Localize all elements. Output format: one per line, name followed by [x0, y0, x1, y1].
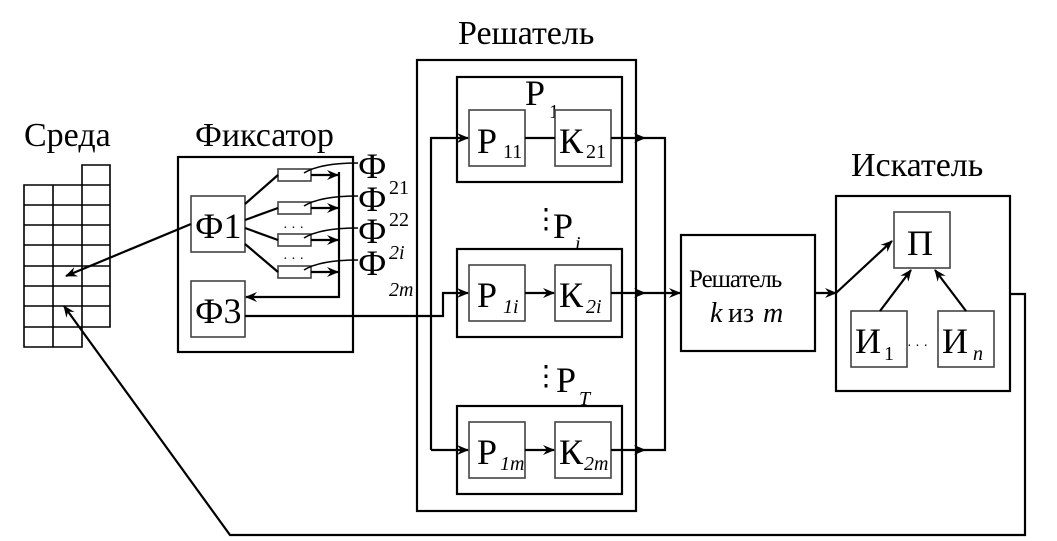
svg-text:И: И [942, 321, 968, 361]
k-of-m-title: Решатель [689, 266, 782, 293]
f-output-label: Ф 2m [358, 243, 413, 301]
svg-text:2m: 2m [584, 453, 608, 475]
k-box [554, 264, 612, 322]
i1-box [850, 310, 908, 368]
p-box [893, 211, 951, 269]
svg-text:m: m [763, 298, 783, 329]
svg-text:Ф: Ф [358, 146, 386, 186]
svg-text:1: 1 [884, 343, 894, 365]
svg-text:2i: 2i [586, 296, 602, 318]
seeker-ellipsis: · · · [907, 339, 928, 354]
f3-label: Ф3 [195, 291, 241, 331]
r-box [468, 421, 526, 479]
svg-text:И: И [855, 321, 881, 361]
f1-to-environment-arrow [65, 222, 192, 278]
fixator-title: Фиксатор [195, 117, 334, 154]
f3-box [190, 280, 246, 338]
f-output-label: Ф 2i [358, 211, 405, 264]
vertical-ellipsis: ⋮ [532, 204, 560, 235]
svg-text:К: К [559, 432, 584, 472]
svg-text:из: из [728, 298, 754, 329]
svg-text:К: К [559, 121, 584, 161]
register-ellipsis: · · · [283, 221, 304, 236]
svg-text:П: П [907, 223, 933, 263]
svg-text:T: T [579, 388, 592, 410]
solver-group-1 [455, 75, 624, 184]
svg-text:21: 21 [389, 177, 409, 199]
svg-text:22: 22 [389, 209, 409, 231]
svg-text:Р: Р [477, 275, 497, 315]
k-of-m-solver-block: Решатель k из m [645, 233, 837, 353]
svg-text:Ф: Ф [358, 243, 386, 283]
seeker-title: Искатель [851, 147, 983, 184]
register-box [277, 201, 312, 215]
svg-text:2m: 2m [389, 279, 413, 301]
svg-text:n: n [973, 343, 983, 365]
svg-text:Ф: Ф [358, 211, 386, 251]
register-ellipsis: · · · [283, 252, 304, 267]
svg-text:Р: Р [553, 206, 573, 246]
r-box [468, 109, 526, 167]
fixator-block: Фиксатор Ф1 Ф3 · · · · · · Ф [176, 117, 413, 354]
solver-block: Решатель Р 1 Р 11 К 21 ⋮ Р i Р 1i К 2i ⋮… [245, 15, 667, 513]
f1-label: Ф1 [195, 206, 241, 246]
fixator-frame [176, 155, 355, 354]
solver-frame [415, 58, 638, 513]
svg-text:1m: 1m [500, 453, 524, 475]
solver-title: Решатель [458, 15, 594, 52]
svg-text:Р: Р [556, 360, 576, 400]
feedback-loop-arrow [63, 292, 1027, 537]
environment-title: Среда [24, 117, 111, 154]
svg-text:Р: Р [477, 121, 497, 161]
svg-text:Р: Р [477, 432, 497, 472]
seeker-block: Искатель П И 1 · · · И n [834, 147, 1012, 393]
svg-text:2i: 2i [389, 242, 405, 264]
vertical-ellipsis: ⋮ [532, 361, 560, 392]
f-output-label: Ф 22 [358, 179, 409, 231]
k-box [554, 421, 612, 479]
register-box [277, 265, 312, 279]
svg-text:1: 1 [549, 101, 559, 123]
svg-text:k: k [710, 298, 723, 329]
environment-grid [23, 164, 111, 348]
svg-text:Ф: Ф [358, 179, 386, 219]
svg-text:1i: 1i [503, 296, 519, 318]
svg-text:21: 21 [586, 141, 606, 163]
svg-text:Р: Р [525, 73, 545, 113]
f-output-label: Ф 21 [358, 146, 409, 199]
svg-text:i: i [575, 233, 581, 255]
svg-text:К: К [559, 275, 584, 315]
k-of-m-frame [679, 233, 817, 353]
register-box [277, 168, 312, 182]
svg-text:11: 11 [503, 141, 522, 163]
